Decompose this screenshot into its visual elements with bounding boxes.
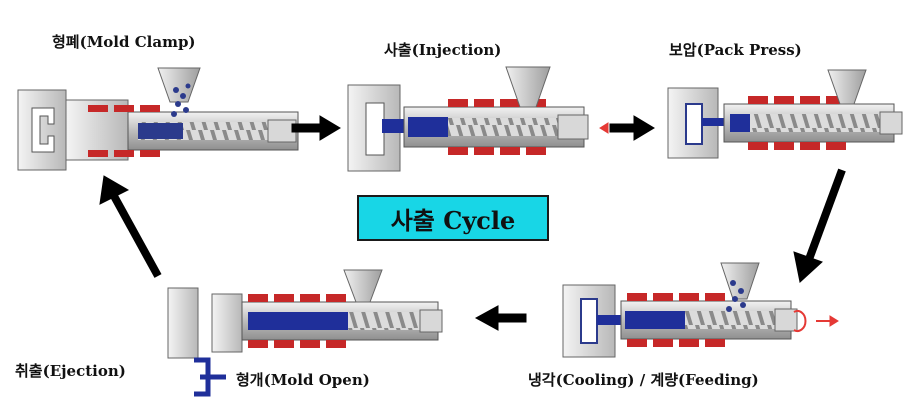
melt [138,123,183,139]
arrow-pack-to-cooling [793,168,846,283]
label-ejection: 취출(Ejection) [15,362,126,380]
ejected-part [194,357,226,397]
machine-mold-clamp [17,67,299,171]
machine-cooling-feeding [562,262,798,358]
arrow-ejection-to-clamp [99,175,162,278]
machine-mold-open [167,269,443,359]
label-cooling-feeding: 냉각(Cooling) / 계량(Feeding) [528,371,759,389]
label-pack-press: 보압(Pack Press) [669,41,802,59]
label-mold-open: 형개(Mold Open) [236,371,370,389]
red-arrow-left [599,122,609,134]
center-cycle-label: 사출 Cycle [357,195,549,241]
red-arrow-right-head [829,315,839,327]
machine-pack-press [667,69,903,159]
arrow-injection-to-pack [609,115,655,141]
resin-pellets [171,83,191,117]
arrow-cooling-to-open [474,305,527,331]
filled-cavity [382,119,406,133]
hopper [157,67,201,103]
arrow-clamp-to-injection [291,115,341,141]
label-mold-clamp: 형폐(Mold Clamp) [52,33,196,51]
heater-bands [88,105,160,157]
rotation-arrow [793,310,807,332]
cycle-arrows [99,115,846,331]
motion-arrows [599,122,839,332]
fixed-platen [17,89,67,171]
label-injection: 사출(Injection) [384,41,502,59]
mold-cavity [31,107,55,153]
machine-injection [347,66,589,172]
